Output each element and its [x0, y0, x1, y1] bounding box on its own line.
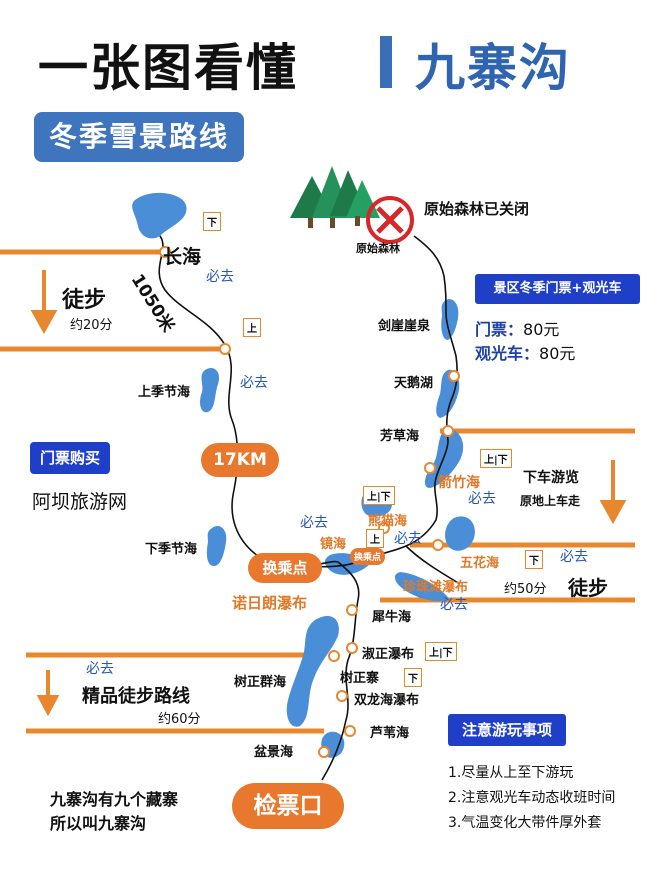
must-go-zhenzhu: 必去: [440, 597, 468, 613]
location-forest: 原始森林: [356, 242, 400, 255]
location-jianyanquan: 剑崖崖泉: [378, 319, 431, 334]
ticket-info-header: 景区冬季门票+观光车: [475, 274, 640, 304]
must-go-changhai: 必去: [206, 269, 234, 285]
must-go-hiking: 必去: [86, 661, 114, 677]
forest-closed-note: 原始森林已关闭: [424, 200, 530, 218]
tag-up-jinghai: 上: [366, 529, 384, 548]
must-go-shangjijie: 必去: [240, 375, 268, 391]
season-badge: 冬季雪景路线: [34, 112, 244, 162]
location-xiajijie: 下季节海: [145, 542, 198, 557]
tip-item-1: 1.尽量从上至下游玩: [448, 765, 574, 781]
location-shuzheng-zhai: 树正寨: [340, 671, 380, 686]
tag-down-changhai: 下: [203, 212, 221, 231]
tag-updown-xiongmao: 上|下: [363, 486, 395, 505]
tips-header: 注意游玩事项: [448, 714, 566, 746]
location-zhenzhu: 珍珠滩瀑布: [403, 580, 469, 595]
checkpoint: 检票口: [232, 783, 344, 829]
tag-up-top: 上: [243, 318, 261, 337]
walk-mid-time: 约50分: [504, 582, 547, 597]
ticket-label: 门票：: [475, 320, 524, 339]
transfer-point: 换乘点: [248, 553, 322, 583]
bus-price-line: 观光车：80元: [475, 340, 575, 364]
hiking-route-label: 精品徒步路线: [82, 686, 190, 707]
location-changhai: 长海: [163, 246, 202, 268]
walk-top-label: 徒步: [62, 288, 107, 313]
location-fangcao: 芳草海: [380, 429, 420, 444]
transfer-small-badge: 换乘点: [350, 548, 386, 565]
location-penjing: 盆景海: [254, 745, 294, 760]
location-wuhua: 五花海: [460, 556, 500, 571]
walk-arrows: [30, 270, 627, 717]
must-go-qianzhu: 必去: [468, 491, 496, 507]
bottom-note-line2: 所以叫九寨沟: [50, 814, 147, 833]
location-shuanglong: 双龙海瀑布: [354, 693, 420, 708]
must-go-wuhua: 必去: [560, 549, 588, 565]
bus-label: 观光车：: [475, 344, 540, 363]
tag-down-shuzheng-zhai: 下: [404, 668, 422, 687]
bottom-note-line1: 九寨沟有九个藏寨: [50, 790, 179, 809]
bus-price: 80元: [539, 344, 576, 363]
ticket-buy-site: 阿坝旅游网: [32, 491, 128, 513]
location-qianzhu: 箭竹海: [438, 475, 480, 491]
location-jinghai: 镜海: [320, 537, 347, 552]
must-go-xiongmao: 必去: [394, 531, 422, 547]
location-xiniu: 犀牛海: [372, 610, 412, 625]
location-luwei: 芦苇海: [370, 726, 410, 741]
ticket-price: 80元: [523, 320, 560, 339]
tag-updown-qianzhu: 上|下: [480, 449, 512, 468]
ticket-price-line: 门票：80元: [475, 316, 559, 340]
alight-line2: 原地上车走: [520, 494, 581, 508]
location-shuzheng-pubu: 淑正瀑布: [362, 647, 415, 662]
location-shuzheng-qunhai: 树正群海: [234, 675, 287, 690]
ticket-buy-badge: 门票购买: [30, 442, 110, 474]
walk-mid-label: 徒步: [568, 576, 608, 600]
forest-icon: [290, 166, 414, 244]
lakes: [132, 192, 475, 758]
location-shangjijie: 上季节海: [138, 385, 191, 400]
distance-17km: 17KM: [201, 443, 279, 477]
location-nuorilang: 诺日朗瀑布: [232, 594, 308, 612]
tip-item-2: 2.注意观光车动态收班时间: [448, 790, 616, 806]
alight-line1: 下车游览: [523, 470, 579, 486]
location-tiane: 天鹅湖: [394, 376, 434, 391]
hiking-route-time: 约60分: [158, 712, 201, 727]
must-go-jinghai: 必去: [300, 515, 328, 531]
page-title: 一张图看懂: [38, 39, 298, 97]
walk-top-time: 约20分: [70, 318, 113, 333]
title-divider: [380, 36, 392, 88]
location-xiongmao: 熊猫海: [368, 514, 408, 529]
tag-down-wuhua: 下: [525, 550, 543, 569]
orange-guide-lines: [0, 249, 635, 734]
tag-updown-shuzheng: 上|下: [425, 642, 457, 661]
page-subtitle: 九寨沟: [415, 39, 571, 97]
tip-item-3: 3.气温变化大带件厚外套: [448, 815, 602, 831]
